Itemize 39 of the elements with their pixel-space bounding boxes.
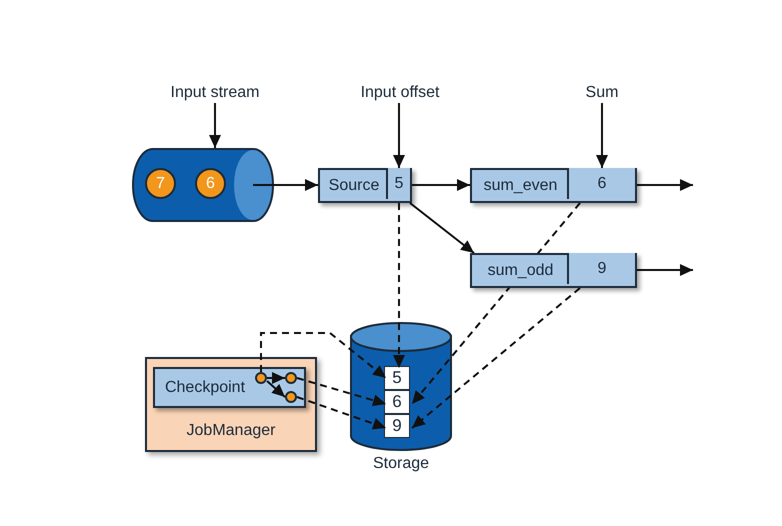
arrow [412, 179, 470, 191]
storage-label: Storage [372, 454, 430, 474]
process-box [470, 253, 637, 288]
value-cell: 6 [567, 168, 635, 199]
process-box [318, 168, 412, 203]
state-circle [285, 391, 297, 403]
arrow [266, 380, 286, 398]
dashed-arrow [296, 396, 386, 430]
process-box [470, 168, 637, 203]
dashed-arrow [393, 203, 405, 368]
heading-label: Sum [577, 83, 627, 103]
box-label: sum_odd [486, 260, 554, 280]
manager-box [145, 357, 317, 452]
value-cell: 9 [384, 414, 410, 438]
state-circle [255, 372, 267, 384]
value-cell: 5 [386, 168, 410, 199]
dashed-arrow [411, 287, 581, 429]
arrow [637, 264, 693, 276]
box-label: JobManager [186, 422, 276, 440]
value-cell: 9 [567, 253, 635, 284]
box-label: Source [328, 176, 380, 196]
arrow [253, 179, 318, 191]
arrow [409, 202, 475, 254]
box-label: Checkpoint [164, 378, 246, 398]
dashed-arrow [296, 377, 386, 406]
arrow [393, 103, 405, 168]
arrow [267, 372, 285, 384]
value-cell: 6 [384, 390, 410, 414]
arrow [637, 179, 693, 191]
arrow [209, 103, 221, 148]
heading-label: Input stream [160, 83, 270, 103]
process-box [153, 367, 306, 408]
heading-label: Input offset [345, 83, 455, 103]
state-circle [285, 372, 297, 384]
dashed-arrow [260, 332, 387, 379]
dashed-arrow [411, 202, 581, 405]
value-cell: 5 [384, 366, 410, 390]
box-label: sum_even [482, 176, 558, 196]
arrow [596, 103, 608, 168]
